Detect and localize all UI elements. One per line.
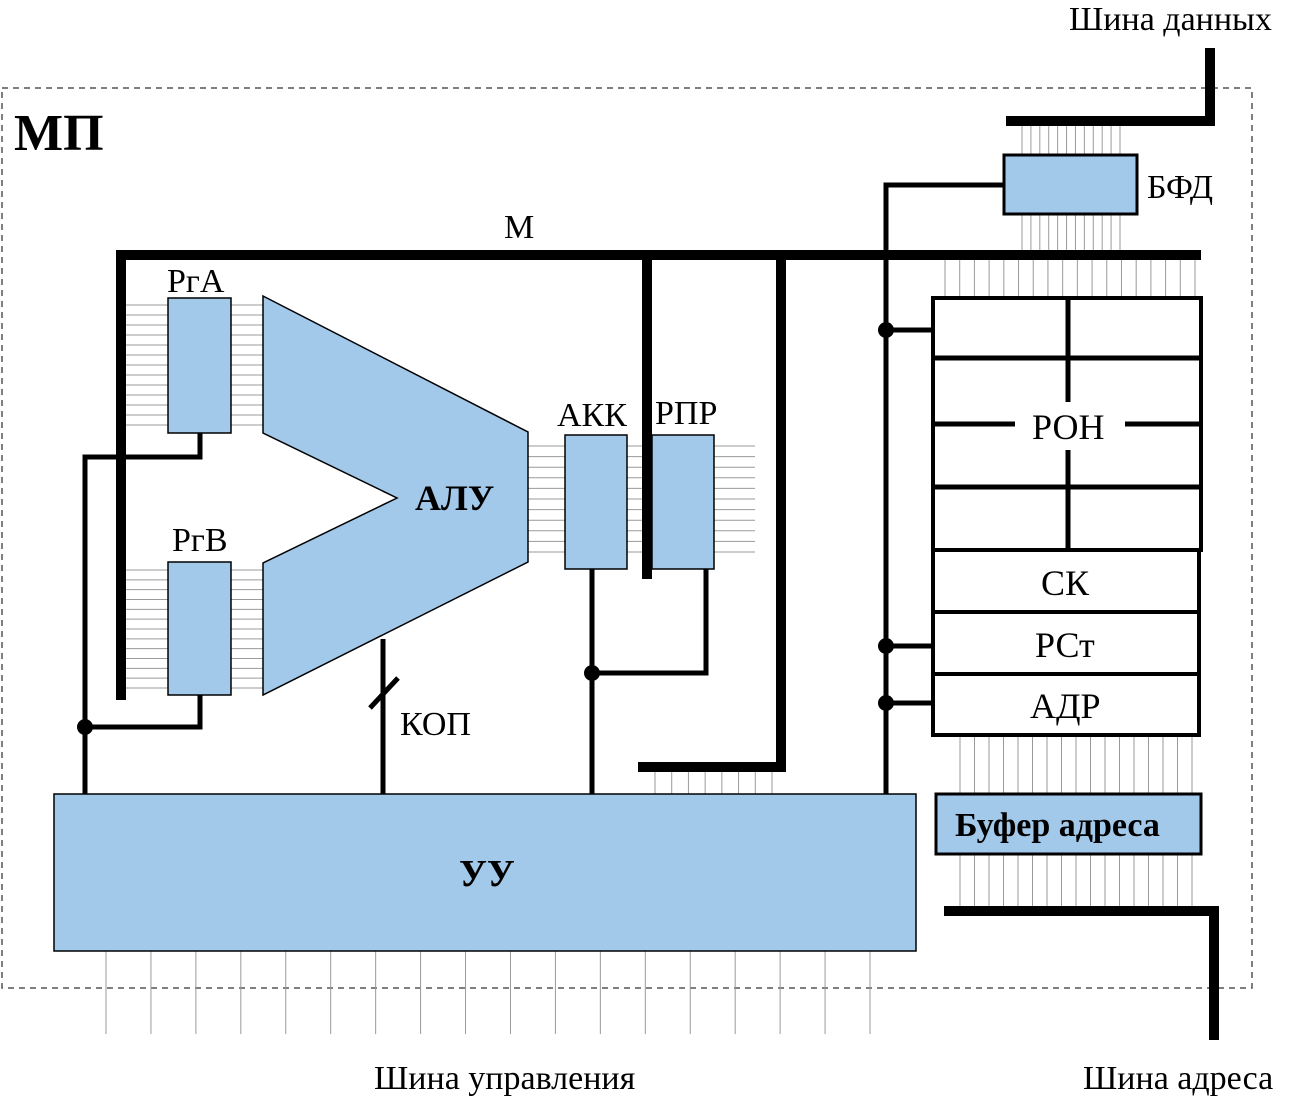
opcode-label: КОП [400,706,471,743]
rpr-register [651,434,715,570]
rst-label: РСт [1035,625,1095,665]
junction-dot [878,322,894,338]
wire-rpr-to-uu [592,569,709,676]
rga-label: РгА [167,263,225,300]
bus-branch-control [638,255,786,772]
alu-block [262,294,529,697]
adr-register [931,672,1201,737]
ron-label: РОН [1032,407,1104,447]
processor-label: МП [14,105,104,162]
data-bus [1006,48,1215,126]
rpr-label: РПР [655,395,717,432]
internal-bus-m [116,250,1201,700]
wire-kop-slash [368,676,400,710]
wire-rga-to-uu [82,433,203,794]
junction-dot [878,695,894,711]
internal-bus-label: М [504,209,534,246]
junction-dot [77,719,93,735]
control-bus-label: Шина управления [374,1060,636,1097]
rgb-register [167,561,232,696]
bfd-label: БФД [1147,169,1213,206]
wire-rgb-to-uu [85,695,203,730]
address-buffer [934,792,1203,856]
thin-connection-lines [105,126,1196,1034]
sk-label: СК [1041,563,1090,603]
adr-label: АДР [1030,686,1101,726]
alu-label: АЛУ [415,478,494,518]
processor-boundary [1,87,1253,989]
wire-bfd-control [883,182,1004,794]
rgb-label: РгВ [172,522,228,559]
junction-dot [878,638,894,654]
rga-register [167,297,232,434]
address-buffer-label: Буфер адреса [955,807,1160,844]
address-bus-label: Шина адреса [1083,1060,1273,1097]
junction-dot [584,665,600,681]
control-unit [53,793,917,952]
address-bus [944,906,1219,1040]
akk-label: АКК [557,397,627,434]
akk-register [564,434,628,570]
bfd-buffer [1002,153,1139,216]
data-bus-label: Шина данных [1069,1,1272,38]
control-unit-label: УУ [459,853,515,895]
